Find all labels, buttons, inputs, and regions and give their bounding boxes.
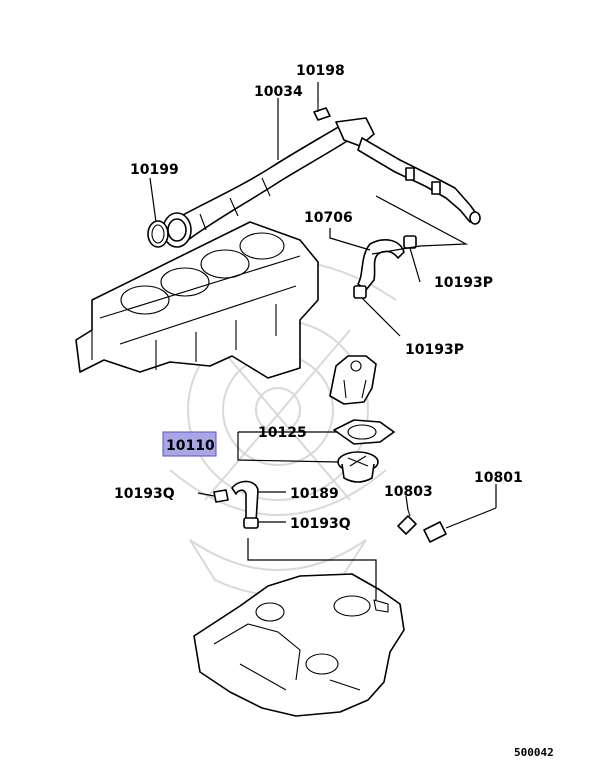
hose-10189[interactable] bbox=[231, 480, 259, 523]
label-10193Q-left: 10193Q bbox=[114, 486, 175, 502]
gasket-10125[interactable] bbox=[333, 419, 395, 445]
label-10803: 10803 bbox=[384, 484, 433, 500]
sensor-10803[interactable] bbox=[397, 509, 417, 535]
label-10193P-lower: 10193P bbox=[405, 342, 464, 358]
hose-10706[interactable] bbox=[357, 239, 405, 291]
sensor-10801[interactable] bbox=[423, 507, 497, 543]
label-10199: 10199 bbox=[130, 162, 179, 178]
highlight-10110[interactable] bbox=[162, 431, 217, 457]
diagram-reference-number: 500042 bbox=[514, 746, 554, 759]
cylinder-head bbox=[75, 221, 319, 379]
thermostat[interactable] bbox=[337, 451, 379, 483]
label-10801: 10801 bbox=[474, 470, 523, 486]
clamp-10193Q-left[interactable] bbox=[213, 489, 229, 503]
thermostat-housing[interactable] bbox=[329, 355, 377, 405]
label-10034: 10034 bbox=[254, 84, 303, 100]
water-pipe-10034[interactable] bbox=[162, 117, 481, 248]
bolt-10198[interactable] bbox=[313, 102, 331, 121]
label-10110: 10110 bbox=[166, 438, 215, 454]
label-10198: 10198 bbox=[296, 63, 345, 79]
intake-manifold bbox=[193, 573, 405, 717]
label-10125: 10125 bbox=[258, 425, 307, 441]
clamp-10193P-lower[interactable] bbox=[353, 285, 367, 299]
clamp-10193P-upper[interactable] bbox=[403, 235, 417, 249]
label-10193P-upper: 10193P bbox=[434, 275, 493, 291]
gasket-10199[interactable] bbox=[147, 220, 169, 248]
label-10193Q-bottom: 10193Q bbox=[290, 516, 351, 532]
leader-lines bbox=[149, 82, 497, 600]
clamp-10193Q-bottom[interactable] bbox=[243, 517, 259, 529]
label-10706: 10706 bbox=[304, 210, 353, 226]
label-10189: 10189 bbox=[290, 486, 339, 502]
